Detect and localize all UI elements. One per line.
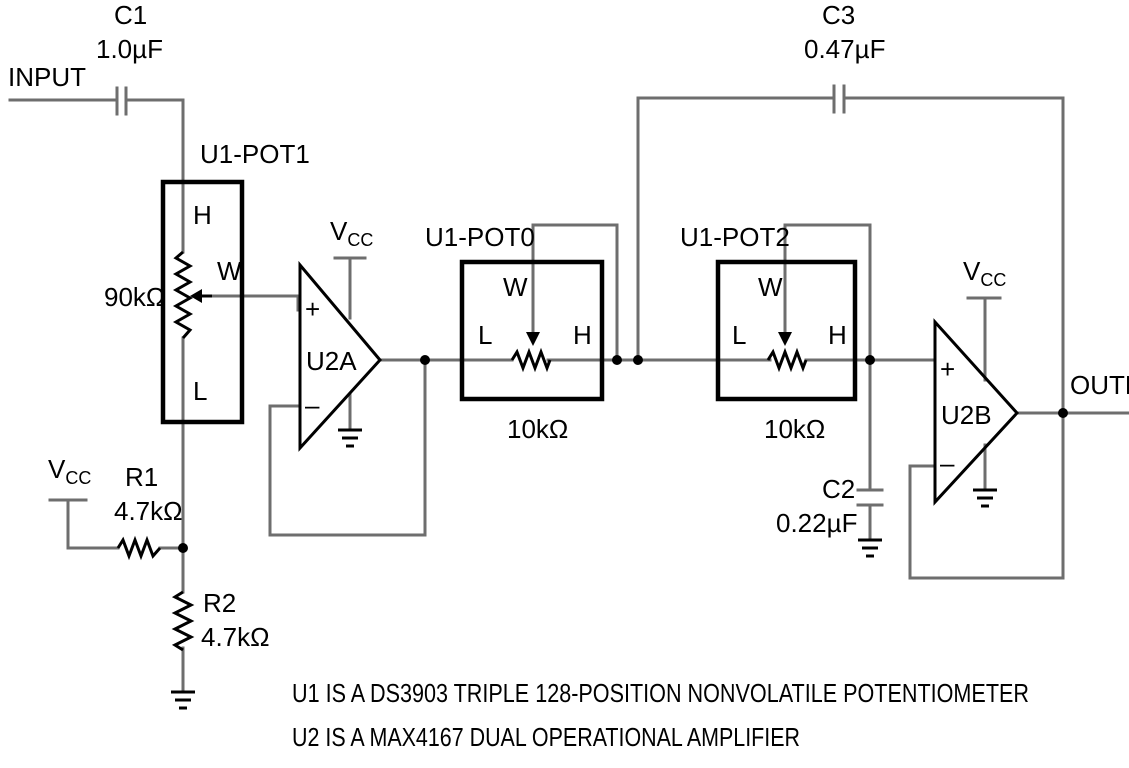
pot1-l-label: L (193, 376, 207, 406)
c1-name: C1 (114, 0, 147, 30)
pot0-w-label: W (503, 272, 528, 302)
u2a-label: U2A (306, 346, 357, 376)
junction-dots (178, 355, 1068, 553)
c3-name: C3 (822, 0, 855, 30)
pot0-h-label: H (573, 320, 592, 350)
r1-value: 4.7kΩ (114, 496, 183, 526)
wires (8, 96, 1129, 692)
pot0-name: U1-POT0 (425, 222, 535, 252)
pot1-box (160, 179, 245, 425)
ground-symbols (171, 428, 997, 710)
capacitor-c3 (832, 84, 846, 114)
pot2-name: U1-POT2 (680, 222, 790, 252)
r2-value: 4.7kΩ (201, 622, 270, 652)
wiper-arrows (190, 289, 792, 346)
c1-value: 1.0µF (96, 34, 163, 64)
c3-value: 0.47µF (804, 34, 885, 64)
u2b-minus: – (940, 448, 955, 478)
vcc-r1: VCC (48, 454, 91, 488)
pot2-l-label: L (732, 320, 746, 350)
c2-name: C2 (822, 474, 855, 504)
u2a-minus: – (305, 390, 320, 420)
vcc-u2b: VCC (963, 256, 1006, 290)
pot1-value: 90kΩ (104, 282, 165, 312)
note-line-2: U2 IS A MAX4167 DUAL OPERATIONAL AMPLIFI… (292, 722, 800, 752)
pot0-l-label: L (478, 320, 492, 350)
vcc-bars (48, 256, 1002, 502)
pot0-value: 10kΩ (507, 414, 568, 444)
capacitor-c1 (115, 86, 128, 116)
u2b-label: U2B (941, 400, 992, 430)
output-label: OUTP (1070, 370, 1129, 400)
text-labels: INPUT OUTP C1 1.0µF C3 0.47µF C2 0.22µF … (8, 0, 1129, 752)
opamp-u2b (933, 318, 1020, 506)
pot1-h-label: H (193, 200, 212, 230)
u2b-plus: + (940, 354, 955, 384)
vcc-u2a: VCC (330, 216, 373, 250)
pot0-box (459, 259, 605, 402)
pot1-w-label: W (217, 256, 242, 286)
r2-name: R2 (203, 588, 236, 618)
c2-value: 0.22µF (776, 508, 857, 538)
pot2-h-label: H (828, 320, 847, 350)
r1-name: R1 (125, 462, 158, 492)
opamp-u2a (298, 260, 382, 452)
note-line-1: U1 IS A DS3903 TRIPLE 128-POSITION NONVO… (292, 678, 1029, 708)
pot2-value: 10kΩ (764, 414, 825, 444)
pot1-name: U1-POT1 (200, 139, 310, 169)
resistors (116, 250, 808, 652)
capacitor-c2 (856, 488, 884, 507)
pot2-box (715, 259, 858, 402)
input-label: INPUT (8, 62, 86, 92)
pot2-w-label: W (758, 272, 783, 302)
u2a-plus: + (305, 294, 320, 324)
